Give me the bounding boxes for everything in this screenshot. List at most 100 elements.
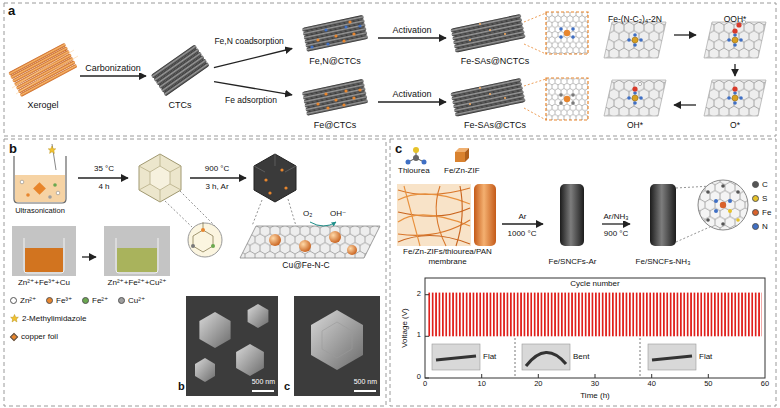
dopant-dots xyxy=(326,106,329,109)
xerogel-fibers xyxy=(12,50,74,88)
panel-letter: a xyxy=(8,4,15,19)
dopant-dots xyxy=(358,24,361,27)
sem-image xyxy=(248,304,269,328)
single-atom-inset xyxy=(524,12,588,120)
panel-frame xyxy=(4,3,776,136)
zif-cube xyxy=(455,148,469,162)
single-atom-inset xyxy=(524,79,546,120)
bending-photo xyxy=(432,344,480,370)
tick-label: 20 xyxy=(534,380,542,389)
zif-cube xyxy=(465,148,469,162)
tick-label: 30 xyxy=(591,380,599,389)
edge-label: Ar/NH₃ xyxy=(603,212,630,221)
atomic-zoom xyxy=(696,178,750,232)
dopant-dots xyxy=(342,103,345,106)
legend-entry: Cu²⁺ xyxy=(118,296,145,306)
legend-swatch xyxy=(752,223,759,230)
material-node: Fe-SAs@NCTCs xyxy=(448,8,542,68)
fiber-membrane xyxy=(456,186,462,246)
process-condition: 4 h xyxy=(98,182,109,191)
reaction-intermediate xyxy=(638,82,641,85)
panel-letter: b xyxy=(9,142,17,157)
panel-frame xyxy=(4,139,386,406)
sem-image xyxy=(294,296,380,396)
tick-label: 0 xyxy=(423,380,427,389)
carbonized-product xyxy=(268,191,271,194)
dopant-dots xyxy=(504,33,506,35)
intermediate-node: OOH* xyxy=(698,8,772,62)
tick-label: 10 xyxy=(478,380,486,389)
process-condition: 3 h, Ar xyxy=(205,182,228,191)
material-node: Fe-SAs@CTCs xyxy=(448,72,542,132)
sem-image xyxy=(236,344,264,376)
reaction-intermediate xyxy=(732,28,737,33)
voltage-chart xyxy=(482,374,709,378)
axis-title: Voltage (V) xyxy=(400,308,409,348)
text-holder: Zn²⁺+Fe²⁺+Cu²⁺ xyxy=(98,271,176,289)
tick-label: 60 xyxy=(761,380,769,389)
edge-label: Fe adsorption xyxy=(224,96,278,106)
text-holder: Fe@CTCs xyxy=(294,114,376,132)
legend-text: Cu²⁺ xyxy=(128,296,145,306)
node-label: Fe@CTCs xyxy=(314,120,357,131)
inset-caption: Bent xyxy=(573,352,589,361)
sem-image xyxy=(199,312,230,348)
zif-crystal xyxy=(201,228,205,232)
legend-text: 2-Methylimidazole xyxy=(22,314,86,324)
beaker xyxy=(15,175,65,202)
node-label: Zn²⁺+Fe²⁺+Cu²⁺ xyxy=(108,278,167,288)
node-label: Fe,N@CTCs xyxy=(309,56,361,67)
legend-text: C xyxy=(762,180,768,190)
solution-photo xyxy=(104,226,170,276)
legend-text: S xyxy=(762,194,767,204)
single-atom-inset xyxy=(571,101,575,105)
atomic-zoom xyxy=(728,209,732,213)
text-holder: CTCs xyxy=(148,94,212,112)
dopant-dots xyxy=(344,89,347,92)
legend-text: copper foil xyxy=(21,332,58,342)
voltage-chart xyxy=(428,293,762,337)
sem-image xyxy=(322,322,352,358)
single-atom-inset xyxy=(546,78,588,120)
solution-node: Zn²⁺+Fe³⁺+Cu xyxy=(8,225,80,289)
process-arrow xyxy=(214,82,292,95)
carbonized-product xyxy=(254,154,296,172)
thiourea-molecule xyxy=(413,155,419,161)
inset-caption: Flat xyxy=(699,352,712,361)
legend-swatch xyxy=(752,195,759,202)
dopant-dots xyxy=(310,45,313,48)
beaker xyxy=(26,193,30,197)
single-atom-inset xyxy=(559,101,563,105)
carbonized-product xyxy=(310,222,336,226)
voltage-chart xyxy=(425,295,429,378)
process-condition: 1000 °C xyxy=(508,229,537,238)
node-label: OOH* xyxy=(724,14,747,24)
text-holder: O* xyxy=(698,114,772,132)
carbon-tube-bundle xyxy=(450,14,526,53)
legend-entry: N xyxy=(752,222,768,232)
legend-swatch xyxy=(10,297,17,304)
sem-image xyxy=(311,310,363,370)
sem-image xyxy=(186,296,278,396)
node-label: CTCs xyxy=(169,100,192,111)
image-letter: b xyxy=(178,380,185,393)
single-atom-inset xyxy=(559,27,563,31)
carbonized-product xyxy=(252,199,296,226)
single-atom-inset xyxy=(571,27,575,31)
panel-frame xyxy=(390,139,776,406)
dopant-dots xyxy=(316,38,319,41)
legend-entry: Fe³⁺ xyxy=(46,296,72,306)
reaction-intermediate xyxy=(604,20,766,116)
fiber-membrane xyxy=(474,184,496,246)
material-node: Xerogel xyxy=(8,40,78,112)
process-condition: 35 °C xyxy=(94,164,114,173)
process-condition: 900 °C xyxy=(604,229,629,238)
legend-entry: 2-Methylimidazole xyxy=(10,314,86,324)
text-holder: Fe/Zn-ZIFs/thiourea/PAN membrane xyxy=(395,247,500,268)
reaction-intermediate xyxy=(604,22,666,58)
precursor-label: Thiourea xyxy=(398,166,430,175)
node-label: Fe-(N-C₂)₄-2N xyxy=(608,14,662,24)
single-atom-inset xyxy=(546,78,588,120)
beaker xyxy=(20,180,24,184)
node-label: OH* xyxy=(627,120,643,130)
